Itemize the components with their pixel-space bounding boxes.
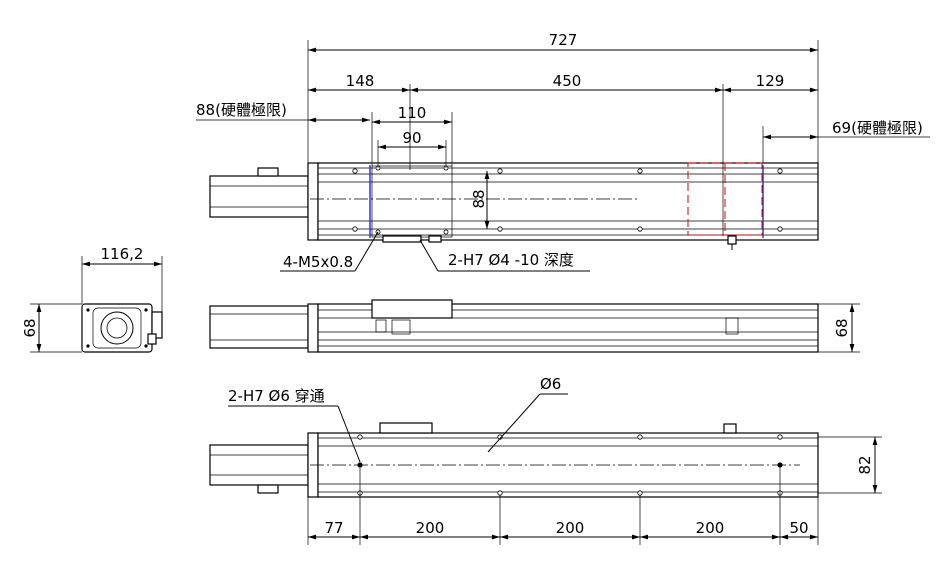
through-hole-left [357, 462, 363, 468]
dim-right-offset: 129 [756, 72, 785, 90]
right-limit-label: 69(硬體極限) [832, 119, 923, 137]
side-view: 68 [209, 299, 860, 353]
motor-bottom [209, 444, 309, 486]
thread-callout: 4-M5x0.8 [283, 253, 353, 271]
dim-spacing-1: 77 [324, 519, 343, 537]
dim-spacing-2: 200 [416, 519, 445, 537]
dim-width: 88 [470, 189, 488, 208]
dim-spacing-5: 50 [789, 519, 808, 537]
hole-diameter: Ø6 [540, 375, 561, 393]
through-hole-callout: 2-H7 Ø6 穿通 [228, 387, 325, 405]
dim-hole-spacing: 90 [402, 129, 421, 147]
dim-end-width: 116,2 [101, 245, 144, 263]
dim-side-height: 68 [833, 318, 851, 337]
left-limit-label: 88(硬體極限) [196, 101, 287, 119]
dim-left-offset: 148 [346, 72, 375, 90]
motor-block [209, 175, 309, 218]
dim-end-height: 68 [21, 318, 39, 337]
end-view: 116,2 68 [21, 245, 163, 353]
dim-bottom-width: 82 [856, 455, 874, 474]
through-hole-right [777, 462, 783, 468]
dim-carriage-length: 110 [398, 104, 427, 122]
actuator-body [317, 162, 819, 241]
pin-callout: 2-H7 Ø4 -10 深度 [448, 251, 574, 269]
dim-spacing-3: 200 [556, 519, 585, 537]
top-view: 727 148 450 129 88(硬體極限) 69(硬體極限) 110 90… [196, 31, 930, 272]
bottom-view: 2-H7 Ø6 穿通 Ø6 82 77 200 200 200 50 [209, 375, 882, 545]
dim-overall-length: 727 [549, 31, 578, 49]
motor-side [209, 305, 309, 349]
dim-spacing-4: 200 [696, 519, 725, 537]
dim-stroke: 450 [553, 72, 582, 90]
